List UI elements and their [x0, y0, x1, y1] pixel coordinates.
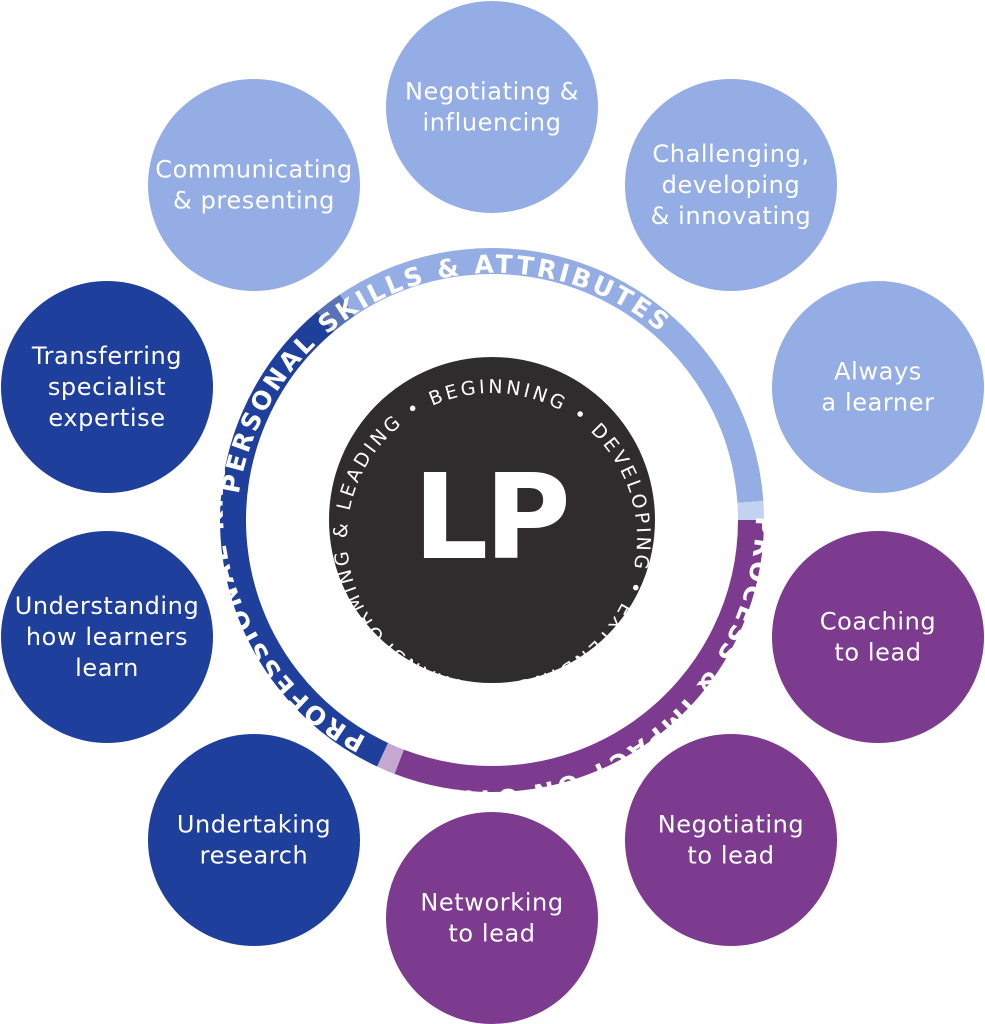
skill-node: Coaching to lead — [772, 531, 984, 743]
skill-node-circle — [148, 734, 360, 946]
skill-node-label-line: Negotiating — [658, 811, 805, 839]
skill-node-circle — [1, 281, 213, 493]
skill-node-label-line: research — [200, 842, 309, 870]
skill-node-label-line: specialist — [48, 373, 166, 401]
center-disc — [329, 357, 655, 683]
skill-node-label-line: how learners — [26, 623, 188, 651]
skill-node-label: Coaching to lead — [820, 608, 936, 667]
skill-node-label: Understanding how learners learn — [15, 592, 200, 682]
skill-node-label: Undertaking research — [177, 811, 331, 870]
skill-node-circle — [148, 79, 360, 291]
skill-node-label-line: & presenting — [173, 187, 335, 215]
skill-node-label-line: expertise — [48, 404, 165, 432]
skill-node-label: Challenging, developing & innovating — [651, 140, 812, 230]
skill-node: Undertaking research — [148, 734, 360, 946]
skill-node-label-line: Negotiating & — [405, 78, 579, 106]
skill-node: Understanding how learners learn — [1, 531, 213, 743]
skill-node-circle — [625, 79, 837, 291]
skill-node: Challenging, developing & innovating — [625, 79, 837, 291]
ring-segment-personal-skills — [339, 248, 764, 503]
skill-node-circle — [772, 531, 984, 743]
skill-node-label: Networking to lead — [420, 889, 563, 948]
skill-node-label-line: Challenging, — [652, 140, 809, 168]
skill-node-circle — [386, 1, 598, 213]
skill-node-circle — [386, 812, 598, 1024]
skill-node-label-line: to lead — [834, 639, 921, 667]
skill-node: Networking to lead — [386, 812, 598, 1024]
skill-node-circle — [1, 531, 213, 743]
ring-segment-professional-knowledge — [220, 311, 389, 767]
ring-segment-professional-knowledge-edge — [317, 294, 355, 332]
skill-node-label-line: a learner — [821, 389, 934, 417]
category-ring — [220, 248, 764, 792]
skill-node-label-line: influencing — [422, 109, 561, 137]
skill-node: Communicating & presenting — [148, 79, 360, 291]
center-logo: LP — [413, 448, 567, 586]
skill-node-label-line: Undertaking — [177, 811, 331, 839]
ring-segment-process-impact — [394, 519, 764, 792]
skill-node-label-line: developing — [662, 171, 801, 199]
skill-node-label-line: Always — [834, 358, 922, 386]
skill-node-label-line: learn — [75, 654, 139, 682]
skill-node-circle — [772, 281, 984, 493]
skill-node-label-line: Networking — [420, 889, 563, 917]
skill-node-label-line: to lead — [448, 920, 535, 948]
skill-node-label-line: & innovating — [651, 202, 812, 230]
skill-node-label: Always a learner — [821, 358, 934, 417]
skill-node-label-line: to lead — [687, 842, 774, 870]
skill-node: Negotiating & influencing — [386, 1, 598, 213]
skill-node-label: Transferring specialist expertise — [31, 342, 182, 432]
skill-node-label-line: Communicating — [155, 156, 353, 184]
skill-node-label-line: Coaching — [820, 608, 936, 636]
ring-segment-process-impact-edge — [377, 742, 404, 774]
skill-node: Transferring specialist expertise — [1, 281, 213, 493]
skill-node-label-line: Transferring — [31, 342, 182, 370]
skill-node-label: Negotiating to lead — [658, 811, 805, 870]
skill-node-label-line: Understanding — [15, 592, 200, 620]
skill-node-label: Communicating & presenting — [155, 156, 353, 215]
skill-node: Always a learner — [772, 281, 984, 493]
skill-node-label: Negotiating & influencing — [405, 78, 579, 137]
skill-node-circle — [625, 734, 837, 946]
skill-node: Negotiating to lead — [625, 734, 837, 946]
